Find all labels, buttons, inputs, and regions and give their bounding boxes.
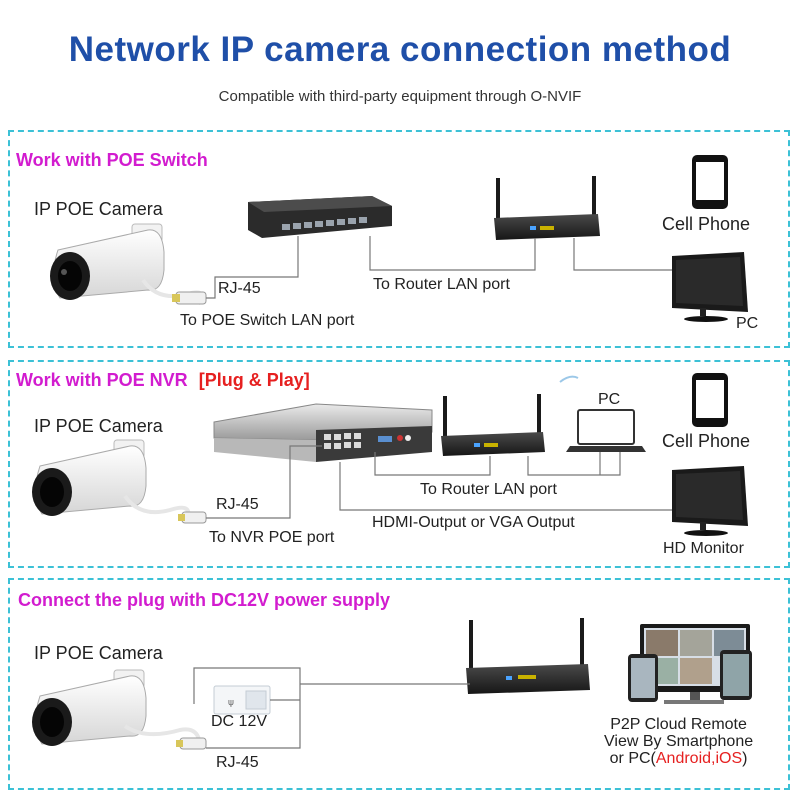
ip-camera-icon xyxy=(32,669,202,749)
rj45-connector-icon xyxy=(176,737,207,750)
panel-title-poe-nvr: Work with POE NVR [Plug & Play] xyxy=(16,370,310,391)
p2p-remote-label: P2P Cloud Remote View By Smartphone or P… xyxy=(604,716,753,767)
rj45-connector-icon xyxy=(172,291,207,305)
monitor-label: HD Monitor xyxy=(663,540,744,557)
pc-monitor-icon xyxy=(672,252,748,322)
camera-label: IP POE Camera xyxy=(34,199,163,219)
laptop-icon xyxy=(566,409,646,452)
poe-nvr-icon xyxy=(213,403,433,462)
pc-label: PC xyxy=(736,315,759,332)
phone-label: Cell Phone xyxy=(662,214,751,234)
video-output-label: HDMI-Output or VGA Output xyxy=(372,514,575,531)
p2p-remote-line3: or PC(Android,iOS) xyxy=(604,750,753,767)
cell-phone-icon xyxy=(692,155,728,209)
router-port-label: To Router LAN port xyxy=(373,276,510,293)
connection-lines xyxy=(193,667,470,749)
panel-title-dc12v: Connect the plug with DC12V power supply xyxy=(18,590,391,610)
poe-switch-icon xyxy=(248,196,392,238)
rj45-label: RJ-45 xyxy=(218,280,261,297)
cell-phone-icon xyxy=(692,373,728,427)
dc-12v-label: DC 12V xyxy=(211,713,268,730)
p2p-remote-line2: View By Smartphone xyxy=(604,733,754,750)
page-title: Network IP camera connection method xyxy=(68,30,732,69)
phone-label: Cell Phone xyxy=(662,431,751,451)
poe-switch-panel xyxy=(8,130,790,348)
p2p-remote-line1: P2P Cloud Remote xyxy=(610,716,747,733)
rj45-label: RJ-45 xyxy=(216,496,259,513)
connection-lines xyxy=(206,445,672,519)
camera-label: IP POE Camera xyxy=(34,416,163,436)
rj45-connector-icon xyxy=(178,511,207,524)
router-icon xyxy=(441,394,545,456)
switch-port-label: To POE Switch LAN port xyxy=(180,312,355,329)
ip-camera-icon xyxy=(32,439,191,523)
svg-text:ψ: ψ xyxy=(228,698,234,708)
panel-title-poe-switch: Work with POE Switch xyxy=(16,150,208,170)
connection-lines xyxy=(206,236,672,299)
page-subtitle: Compatible with third-party equipment th… xyxy=(218,88,582,105)
router-icon xyxy=(494,176,600,240)
router-icon xyxy=(466,618,590,694)
poe-nvr-panel xyxy=(8,360,790,568)
nvr-port-label: To NVR POE port xyxy=(209,529,335,546)
dc12v-panel xyxy=(8,578,790,790)
platform-highlight: Android,iOS xyxy=(655,750,743,767)
p2p-remote-prefix: or PC( xyxy=(609,750,656,767)
hd-monitor-icon xyxy=(672,466,748,536)
p2p-remote-suffix: ) xyxy=(742,750,748,767)
power-adapter-icon: ψ xyxy=(213,685,271,715)
router-port-label: To Router LAN port xyxy=(420,481,557,498)
rj45-label: RJ-45 xyxy=(216,754,259,771)
panel-title-text: Work with POE NVR xyxy=(16,370,188,390)
camera-label: IP POE Camera xyxy=(34,643,163,663)
remote-devices-icon xyxy=(628,624,752,704)
pc-label: PC xyxy=(598,391,621,408)
plug-and-play-tag: [Plug & Play] xyxy=(198,370,310,390)
